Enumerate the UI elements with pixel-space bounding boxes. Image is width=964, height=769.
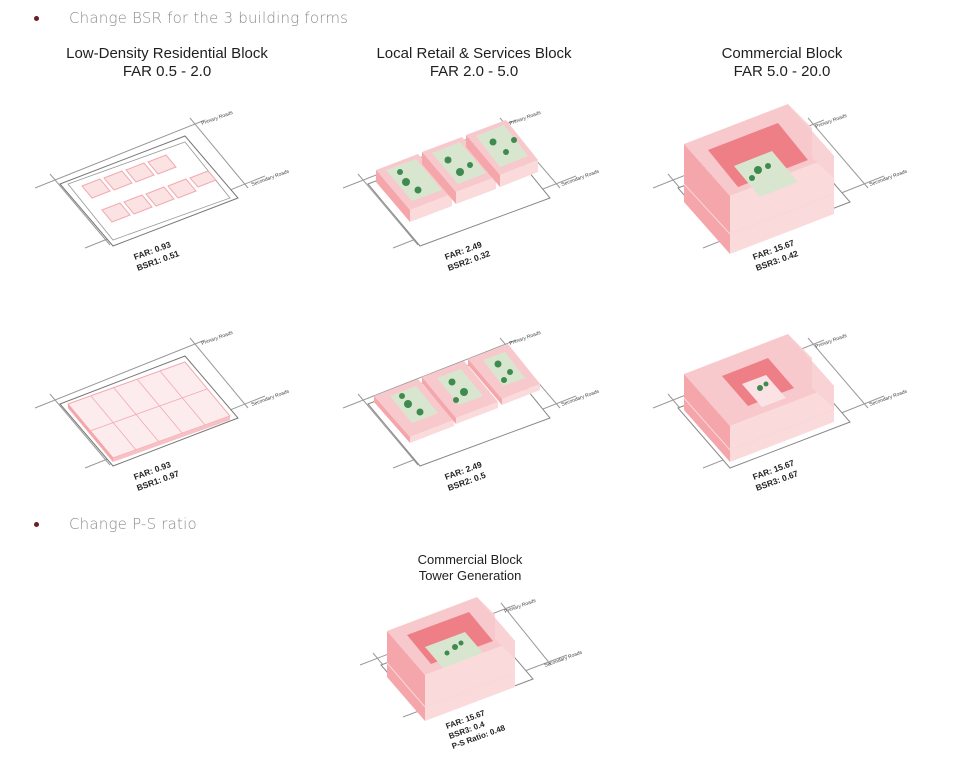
column-title: Commercial Block [721,45,843,62]
trees [399,360,513,416]
road-label-secondary: Secondary Roads [544,649,584,668]
retail-blocks [374,344,540,443]
tower-title: Commercial Block Tower Generation [340,552,600,584]
bullet-item-bsr: Change BSR for the 3 building forms [34,9,348,27]
residential-blocks [67,361,231,462]
column-subtitle: FAR 0.5 - 2.0 [122,63,212,80]
diagram-residential-1: Primary Roads Secondary Roads FAR: 0.93 … [34,110,291,273]
bullet-text: Change BSR for the 3 building forms [69,9,349,27]
bullet-item-ps: Change P-S ratio [34,515,197,533]
road-label-secondary: Secondary Roads [869,168,909,187]
road-label-primary: Primary Roads [509,110,543,127]
diagram-retail-2: Primary Roads Secondary Roads FAR: 2.49 … [342,330,601,493]
plot-outline [59,135,239,247]
retail-blocks [376,120,538,222]
road-label-secondary: Secondary Roads [251,388,291,407]
plot-inner [67,141,231,241]
road-label-primary: Primary Roads [509,330,543,347]
diagram-commercial-2: Primary Roads Secondary Roads FAR: 15.67… [652,333,909,493]
road-label-secondary: Secondary Roads [561,388,601,407]
residential-blocks [81,154,217,223]
trees [749,163,771,181]
bullet-icon [34,521,39,527]
tower-block [386,597,516,721]
road-label-primary: Primary Roads [201,330,235,347]
road-label-primary: Primary Roads [504,598,538,615]
tower-subtitle: Tower Generation [418,568,522,583]
diagram-tower: Primary Roads Secondary Roads FAR: 15.67… [359,597,584,751]
road-label-secondary: Secondary Roads [561,168,601,187]
column-title-retail: Local Retail & Services Block FAR 2.0 - … [344,45,604,81]
road-label-secondary: Secondary Roads [251,168,291,187]
column-subtitle: FAR 5.0 - 20.0 [733,63,831,80]
column-title: Local Retail & Services Block [376,45,572,62]
commercial-block [683,104,835,254]
diagram-retail-1: Primary Roads Secondary Roads FAR: 2.49 … [342,110,601,273]
column-title-commercial: Commercial Block FAR 5.0 - 20.0 [652,45,912,81]
diagram-commercial-1: Primary Roads Secondary Roads FAR: 15.67… [652,104,909,273]
column-subtitle: FAR 2.0 - 5.0 [429,63,519,80]
trees [444,640,464,656]
road-label-secondary: Secondary Roads [869,388,909,407]
trees [397,137,517,194]
diagram-residential-2: Primary Roads Secondary Roads FAR: 0.93 … [34,330,291,493]
bullet-text: Change P-S ratio [69,515,197,533]
trees [757,381,769,391]
bullet-icon [34,15,39,21]
tower-title-line: Commercial Block [417,552,523,567]
commercial-block [683,334,835,462]
column-title-residential: Low-Density Residential Block FAR 0.5 - … [37,45,297,81]
road-label-primary: Primary Roads [201,110,235,127]
column-title: Low-Density Residential Block [66,45,268,62]
